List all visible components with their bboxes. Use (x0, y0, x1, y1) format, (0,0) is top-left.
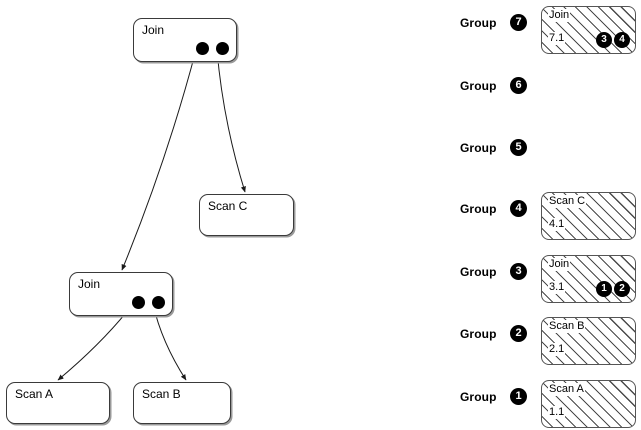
join-input-dot-icon (152, 296, 165, 309)
group-number-badge: 4 (510, 200, 527, 217)
group-expression-id: 7.1 (548, 32, 566, 45)
group-row-1[interactable]: Group 1 Scan A 1.1 (455, 380, 641, 428)
edge-join-top-dot-2-to-scan-c (216, 49, 246, 193)
plan-node-label: Join (78, 277, 101, 291)
group-row-2[interactable]: Group 2 Scan B 2.1 (455, 317, 641, 365)
group-expression-id: 1.1 (548, 406, 566, 419)
group-expression-box[interactable]: Scan A 1.1 (541, 380, 636, 428)
group-row-6[interactable]: Group 6 (455, 69, 641, 117)
child-group-badge: 1 (596, 280, 612, 297)
child-group-badge: 2 (614, 280, 630, 297)
edge-join-top-dot-1-to-join-mid (121, 49, 197, 271)
group-expression-box[interactable]: Scan C 4.1 (541, 192, 636, 240)
child-group-badge: 4 (614, 31, 630, 48)
group-number-badge: 1 (510, 388, 527, 405)
group-label: Group (460, 390, 497, 404)
group-number-badge: 7 (510, 14, 527, 31)
group-expression-title: Join (548, 258, 571, 271)
group-expression-id: 4.1 (548, 218, 566, 231)
child-group-badge: 3 (596, 31, 612, 48)
group-row-4[interactable]: Group 4 Scan C 4.1 (455, 192, 641, 240)
plan-node-label: Scan A (15, 387, 54, 401)
group-label: Group (460, 141, 497, 155)
group-label: Group (460, 79, 497, 93)
plan-node-scan-b[interactable]: Scan B (133, 382, 231, 424)
group-number-badge: 6 (510, 77, 527, 94)
group-number-badge: 5 (510, 139, 527, 156)
group-expression-title: Join (548, 9, 571, 22)
group-label: Group (460, 16, 497, 30)
plan-node-join-mid[interactable]: Join (69, 272, 173, 316)
plan-node-label: Scan B (142, 387, 181, 401)
group-expression-title: Scan C (548, 195, 587, 208)
group-number-badge: 2 (510, 325, 527, 342)
group-expression-title: Scan B (548, 320, 586, 333)
group-label: Group (460, 327, 497, 341)
plan-node-label: Join (142, 23, 165, 37)
group-number-badge: 3 (510, 263, 527, 280)
join-input-dot-icon (132, 296, 145, 309)
join-input-dot-icon (216, 42, 229, 55)
plan-node-label: Scan C (208, 199, 248, 213)
group-label: Group (460, 265, 497, 279)
plan-node-scan-c[interactable]: Scan C (199, 194, 294, 236)
plan-node-scan-a[interactable]: Scan A (6, 382, 110, 424)
join-input-dot-icon (196, 42, 209, 55)
group-label: Group (460, 202, 497, 216)
group-expression-box[interactable]: Scan B 2.1 (541, 317, 636, 365)
group-expression-title: Scan A (548, 383, 585, 396)
group-row-5[interactable]: Group 5 (455, 131, 641, 179)
plan-node-join-top[interactable]: Join (133, 18, 237, 62)
group-expression-id: 2.1 (548, 343, 566, 356)
group-expression-id: 3.1 (548, 281, 566, 294)
